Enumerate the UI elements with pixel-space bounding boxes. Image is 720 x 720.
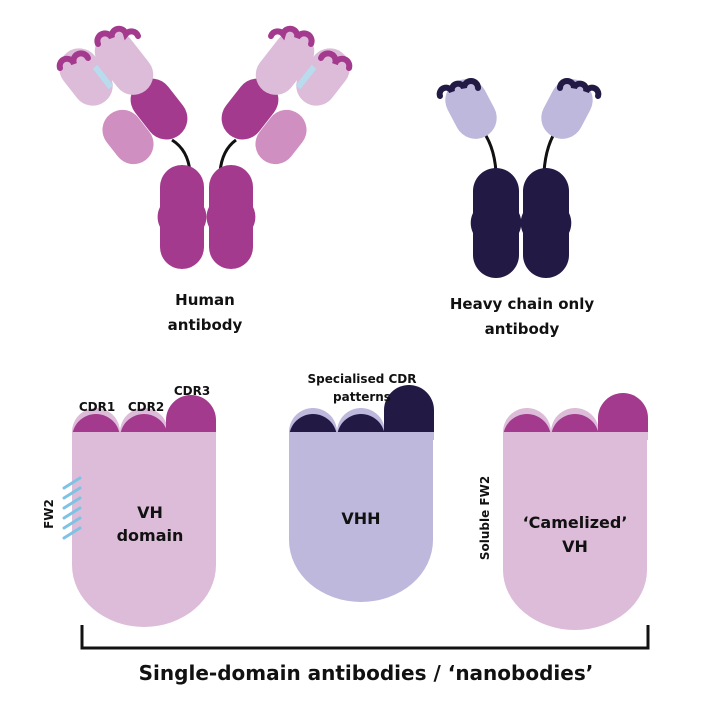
human-heavy-stem-right: [206, 165, 256, 269]
vh-label-line2: domain: [117, 526, 184, 545]
vhh-domain: Specialised CDR patterns VHH: [289, 372, 434, 602]
human-cdr-right-heavy: [268, 25, 315, 47]
hc-cdr-left: [436, 78, 481, 99]
vh-fw2-label: FW2: [42, 499, 56, 529]
human-cdr-left-heavy: [94, 25, 141, 47]
hc-cdr-right: [557, 78, 602, 99]
human-antibody-label-line2: antibody: [168, 316, 243, 334]
human-heavy-stem-left: [157, 165, 207, 269]
human-fw2-left: [92, 64, 114, 90]
vh-cdr-base: [72, 432, 216, 440]
human-heavy-variable-left: [94, 31, 154, 95]
vh-cdr1-label: CDR1: [79, 400, 115, 414]
human-light-constant-right: [255, 109, 307, 165]
vh-fw2-hatch: [62, 476, 82, 540]
vh-domain-body: [72, 408, 216, 627]
hc-antibody-label-line2: antibody: [485, 320, 560, 338]
camelized-cdr3-bump: [598, 393, 648, 436]
human-antibody-label-line1: Human: [175, 291, 235, 309]
human-arm-right: [221, 25, 353, 165]
hc-antibody-label-line1: Heavy chain only: [450, 295, 594, 313]
human-heavy-stem: [157, 165, 256, 269]
hc-stem-right: [520, 168, 572, 278]
vhh-cdr3-bump: [384, 385, 434, 436]
human-heavy-arm-right: [221, 78, 279, 140]
vhh-cdr-base: [289, 432, 434, 440]
vhh-cdr-label-line1: Specialised CDR: [308, 372, 417, 386]
vhh-label: VHH: [341, 509, 380, 528]
vhh-cdr-label-line2: patterns: [333, 390, 391, 404]
human-heavy-arm-left: [130, 78, 188, 140]
camelized-label-line1: ‘Camelized’: [523, 513, 628, 532]
vh-cdr3-label: CDR3: [174, 384, 210, 398]
human-fw2-right: [295, 64, 317, 90]
camelized-domain-body: [503, 396, 647, 630]
vh-domain: CDR1 CDR2 CDR3 FW2 VH domain: [42, 384, 216, 627]
vh-cdr3-bump: [166, 395, 216, 434]
camelized-cdr-base: [503, 432, 648, 440]
camelized-side-label: Soluble FW2: [478, 476, 492, 560]
human-arm-left: [56, 25, 188, 165]
group-bracket: [80, 625, 650, 650]
footer-caption: Single-domain antibodies / ‘nanobodies’: [139, 661, 594, 685]
human-cdr-right-light: [318, 50, 353, 71]
human-antibody: Human antibody: [56, 25, 353, 334]
vh-cdr2-label: CDR2: [128, 400, 164, 414]
vhh-domain-body: [289, 388, 433, 602]
hc-vhh-right: [541, 79, 593, 139]
vh-label-line1: VH: [137, 503, 163, 522]
hc-vhh-left: [445, 79, 497, 139]
human-light-constant-left: [102, 109, 154, 165]
hc-stem-left: [470, 168, 522, 278]
human-cdr-left-light: [56, 50, 91, 71]
camelized-vh-domain: Soluble FW2 ‘Camelized’ VH: [478, 393, 648, 630]
camelized-label-line2: VH: [562, 537, 588, 556]
heavy-chain-antibody: Heavy chain only antibody: [436, 78, 602, 338]
human-heavy-variable-right: [255, 31, 315, 95]
